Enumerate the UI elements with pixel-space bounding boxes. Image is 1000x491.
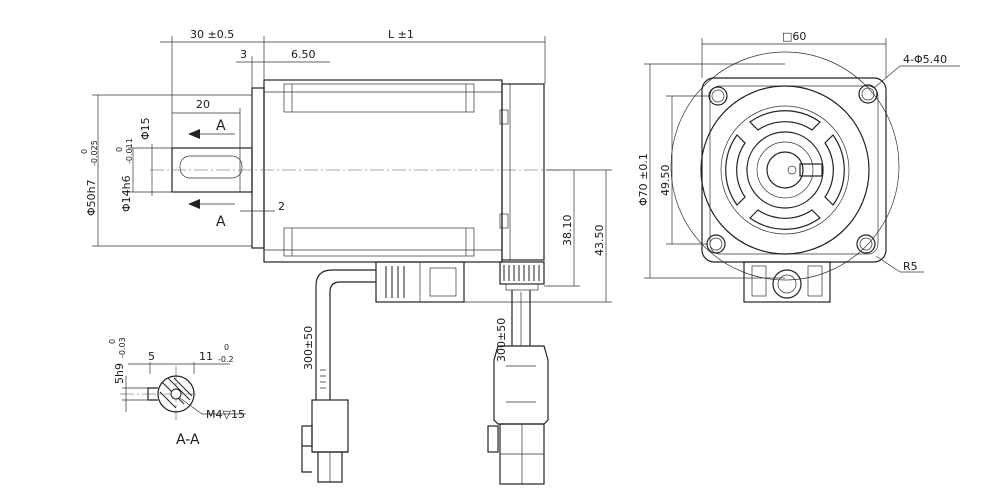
rear-cap	[501, 83, 545, 261]
section-dim-5h9: 5h9	[113, 363, 126, 384]
side-view-dimensions: 30 ±0.5 L ±1 3 6.50 20 A A 2 Φ50h7 0 -0.…	[80, 28, 612, 303]
cable-right-length: 300±50	[495, 318, 508, 362]
bottom-slot	[283, 227, 475, 257]
dim-phi14: Φ14h6	[120, 175, 133, 212]
dim-phi70: Φ70 ±0.1	[637, 153, 650, 206]
left-connector-block	[375, 261, 465, 303]
dim-flange-650: 6.50	[291, 48, 316, 61]
section-dim-11-tol-lower: -0.2	[218, 355, 234, 364]
dim-gap-2: 2	[278, 200, 285, 213]
section-dim-5h9-tol-lower: -0.03	[118, 337, 127, 358]
section-mark-bottom: A	[216, 214, 226, 230]
section-arrow-bottom	[188, 199, 200, 209]
dim-phi50: Φ50h7	[85, 179, 98, 216]
front-flange-square	[701, 77, 887, 263]
left-plug	[311, 399, 349, 453]
dim-phi14-tol-upper: 0	[115, 147, 124, 152]
top-slot	[283, 83, 475, 113]
right-connector-block	[499, 261, 545, 291]
dim-phi50-tol-lower: -0.025	[90, 140, 99, 166]
shaft-keyway	[179, 155, 243, 179]
cable-left-length: 300±50	[302, 326, 315, 370]
dim-4950: 49.50	[659, 165, 672, 197]
front-connector-block	[743, 261, 831, 303]
motor-front-view	[670, 51, 900, 303]
dim-phi15: Φ15	[139, 117, 152, 140]
dim-height-4350: 43.50	[593, 225, 606, 257]
flange-plate	[251, 87, 265, 249]
section-dim-11-tol-upper: 0	[224, 343, 229, 352]
left-cable-assembly: 300±50	[301, 269, 376, 483]
section-dim-5h9-tol-upper: 0	[108, 339, 117, 344]
section-a-a-view: 5 11 0 -0.2 5h9 0 -0.03 M4▽15 A-A	[108, 337, 246, 448]
dim-shaft-total: 30 ±0.5	[190, 28, 234, 41]
section-dim-11: 11	[199, 350, 213, 363]
dim-phi14-tol-lower: -0.011	[125, 138, 134, 164]
section-title: A-A	[176, 432, 200, 448]
section-mark-top: A	[216, 118, 226, 134]
dim-r5: R5	[903, 260, 918, 273]
bolt-circle-phi70	[670, 51, 900, 281]
section-thread-note: M4▽15	[206, 408, 245, 421]
dim-holes: 4-Φ5.40	[903, 53, 947, 66]
section-dim-5: 5	[148, 350, 155, 363]
mounting-holes	[706, 84, 878, 254]
section-arrow-top	[188, 129, 200, 139]
dim-body-length: L ±1	[388, 28, 414, 41]
dim-key-20: 20	[196, 98, 210, 111]
section-shaft-circle	[157, 375, 195, 413]
dim-phi50-tol-upper: 0	[80, 149, 89, 154]
dim-flange-3: 3	[240, 48, 247, 61]
section-key	[147, 387, 158, 401]
front-view-dimensions: □60 4-Φ5.40 Φ70 ±0.1 49.50 R5	[637, 30, 960, 279]
dim-height-3810: 38.10	[561, 215, 574, 247]
dim-square-60: □60	[782, 30, 806, 43]
right-cable-assembly: 300±50	[487, 290, 549, 485]
motor-side-view	[150, 79, 560, 303]
m4-thread-hole	[170, 388, 182, 400]
